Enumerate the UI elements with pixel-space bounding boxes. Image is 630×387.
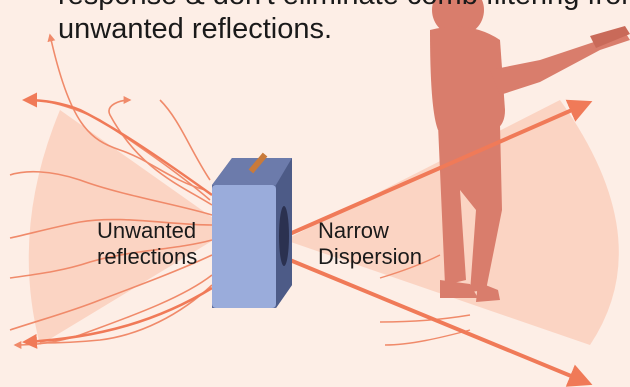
unwanted-label-line-2: reflections — [97, 244, 197, 270]
narrow-label-line-2: Dispersion — [318, 244, 422, 270]
narrow-dispersion-label: Narrow Dispersion — [318, 218, 422, 270]
speaker-cabinet-icon — [212, 153, 292, 308]
unwanted-reflections-label: Unwanted reflections — [97, 218, 197, 270]
caption-text: response & don't eliminate comb filterin… — [58, 0, 630, 46]
narrow-label-line-1: Narrow — [318, 218, 422, 244]
caption-line-1: response & don't eliminate comb filterin… — [58, 0, 630, 12]
caption-line-2: unwanted reflections. — [58, 12, 630, 46]
unwanted-label-line-1: Unwanted — [97, 218, 197, 244]
